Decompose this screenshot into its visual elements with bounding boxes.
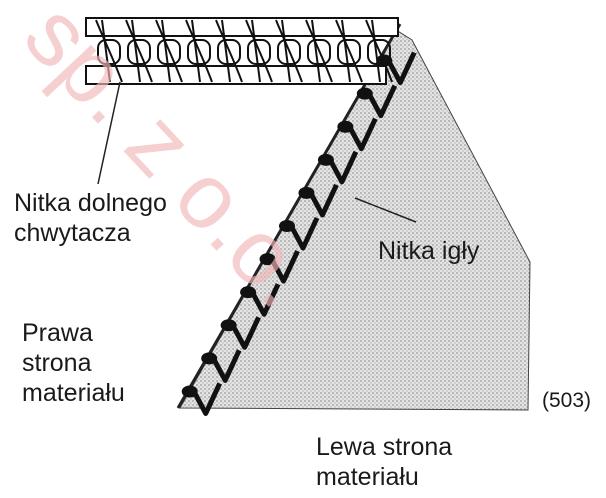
stitch-knot [240,286,257,299]
stitch-knot [201,352,218,365]
fabric-wedge [179,29,531,411]
looper-thread-label: Nitka dolnego chwytacza [14,188,167,248]
needle-loop [364,84,398,119]
stitch-knot [376,54,393,67]
needle-thread-loops [189,51,417,416]
looper-leader [97,81,121,185]
needle-loop [208,349,242,383]
left-side-label: Lewa strona materiału [316,432,452,492]
needle-thread-label: Nitka igły [378,237,480,265]
looper-coil [335,19,363,83]
stitch-knot [298,186,315,199]
stitch-knot [317,153,334,166]
needle-loop [325,150,359,185]
looper-loop [247,39,271,65]
looper-coil [95,19,123,83]
needle-loop [306,183,339,218]
needle-leader [354,197,417,223]
stitch-knot [220,319,237,332]
looper-thread-label-line1: Nitka dolnego [14,189,167,217]
right-side-label-line2: strona [22,349,92,377]
needle-loop [345,117,378,152]
looper-loop [217,39,241,65]
left-side-label-line2: materiału [316,463,419,491]
looper-thread-label-line2: chwytacza [14,219,131,247]
stitch-knots [181,54,393,398]
looper-coil [305,19,333,83]
looper-coil [215,19,243,83]
looper-coil [245,19,273,83]
looper-coil [185,19,213,83]
looper-coil [125,19,153,83]
stitch-knot [279,220,295,232]
needle-loop [384,51,417,86]
right-side-label: Prawa strona materiału [22,318,125,408]
looper-loop [187,39,211,65]
needle-loop [267,250,300,284]
looper-loop [97,39,121,65]
stitch-knot [259,253,276,266]
right-side-label-line1: Prawa [22,319,93,347]
looper-loop [157,39,181,65]
needle-loop [228,316,261,350]
right-side-label-line3: materiału [22,379,125,407]
looper-loop [277,39,301,65]
looper-thread-band [85,17,399,85]
left-side-label-line1: Lewa strona [316,433,453,461]
looper-loop [307,39,331,65]
stitch-knot [337,120,354,133]
stitch-knot [181,385,198,398]
needle-loop [247,283,281,317]
looper-loop [337,39,361,65]
needle-loop [189,382,222,416]
looper-coil [275,19,303,83]
looper-coil [365,19,393,83]
needle-loop [286,216,320,251]
looper-coil [155,19,183,83]
stitch-knot [356,87,373,100]
stitch-code-label: (503) [542,389,592,412]
looper-loop [127,39,151,65]
